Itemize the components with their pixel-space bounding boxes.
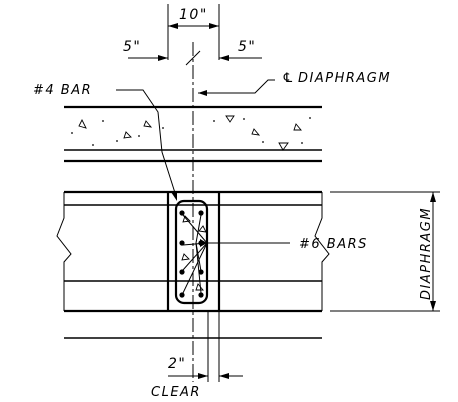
label-4-bar: #4 BAR	[33, 83, 92, 98]
dimension-clear-cover: 2" CLEAR	[151, 356, 243, 400]
rebar-dot	[198, 210, 204, 216]
arrowhead	[430, 192, 436, 202]
arrowhead	[430, 301, 436, 311]
label-centerline: DIAPHRAGM	[298, 71, 391, 86]
break-line-left	[56, 192, 72, 311]
arrowhead	[171, 191, 177, 201]
callout-4-bar: #4 BAR	[33, 83, 177, 201]
rebar-dot	[179, 240, 185, 246]
arrowhead	[198, 373, 208, 379]
label-half-right: 5"	[238, 39, 256, 55]
rebar-dot	[198, 269, 204, 275]
arrowhead	[219, 55, 229, 61]
label-clear-dim: 2"	[168, 356, 186, 372]
rebar-dot	[179, 292, 185, 298]
girder-elevation	[56, 190, 330, 339]
arrowhead	[168, 23, 178, 29]
dimension-total-width: 10"	[167, 4, 220, 60]
concrete-hatch	[71, 115, 311, 151]
arrowhead	[158, 55, 168, 61]
arrowhead	[198, 90, 207, 96]
label-total-width: 10"	[179, 7, 208, 23]
break-line-right	[314, 192, 330, 311]
label-6-bars: #6 BARS	[299, 237, 368, 252]
leader-4-bar	[116, 89, 177, 197]
rebar-dot	[179, 210, 185, 216]
centerline-diaphragm: ℄ DIAPHRAGM	[192, 42, 391, 382]
label-half-left: 5"	[123, 39, 141, 55]
center-tick	[185, 50, 201, 66]
diaphragm-section: #6 BARS	[166, 192, 368, 382]
label-diaphragm-depth: DIAPHRAGM	[419, 207, 434, 300]
dimension-half-widths: 5" 5"	[123, 39, 262, 66]
leaders-6-bars	[182, 214, 290, 294]
arrowhead	[209, 23, 219, 29]
stirrup-4-bar	[174, 199, 209, 305]
leader-centerline	[198, 79, 275, 94]
rebar-dot	[198, 292, 204, 298]
rebar-dot	[179, 269, 185, 275]
centerline-symbol: ℄	[282, 71, 295, 86]
deck-slab	[64, 105, 322, 163]
dimension-diaphragm-depth: DIAPHRAGM	[330, 191, 440, 312]
label-clear-word: CLEAR	[151, 385, 201, 400]
arrowhead	[219, 373, 229, 379]
